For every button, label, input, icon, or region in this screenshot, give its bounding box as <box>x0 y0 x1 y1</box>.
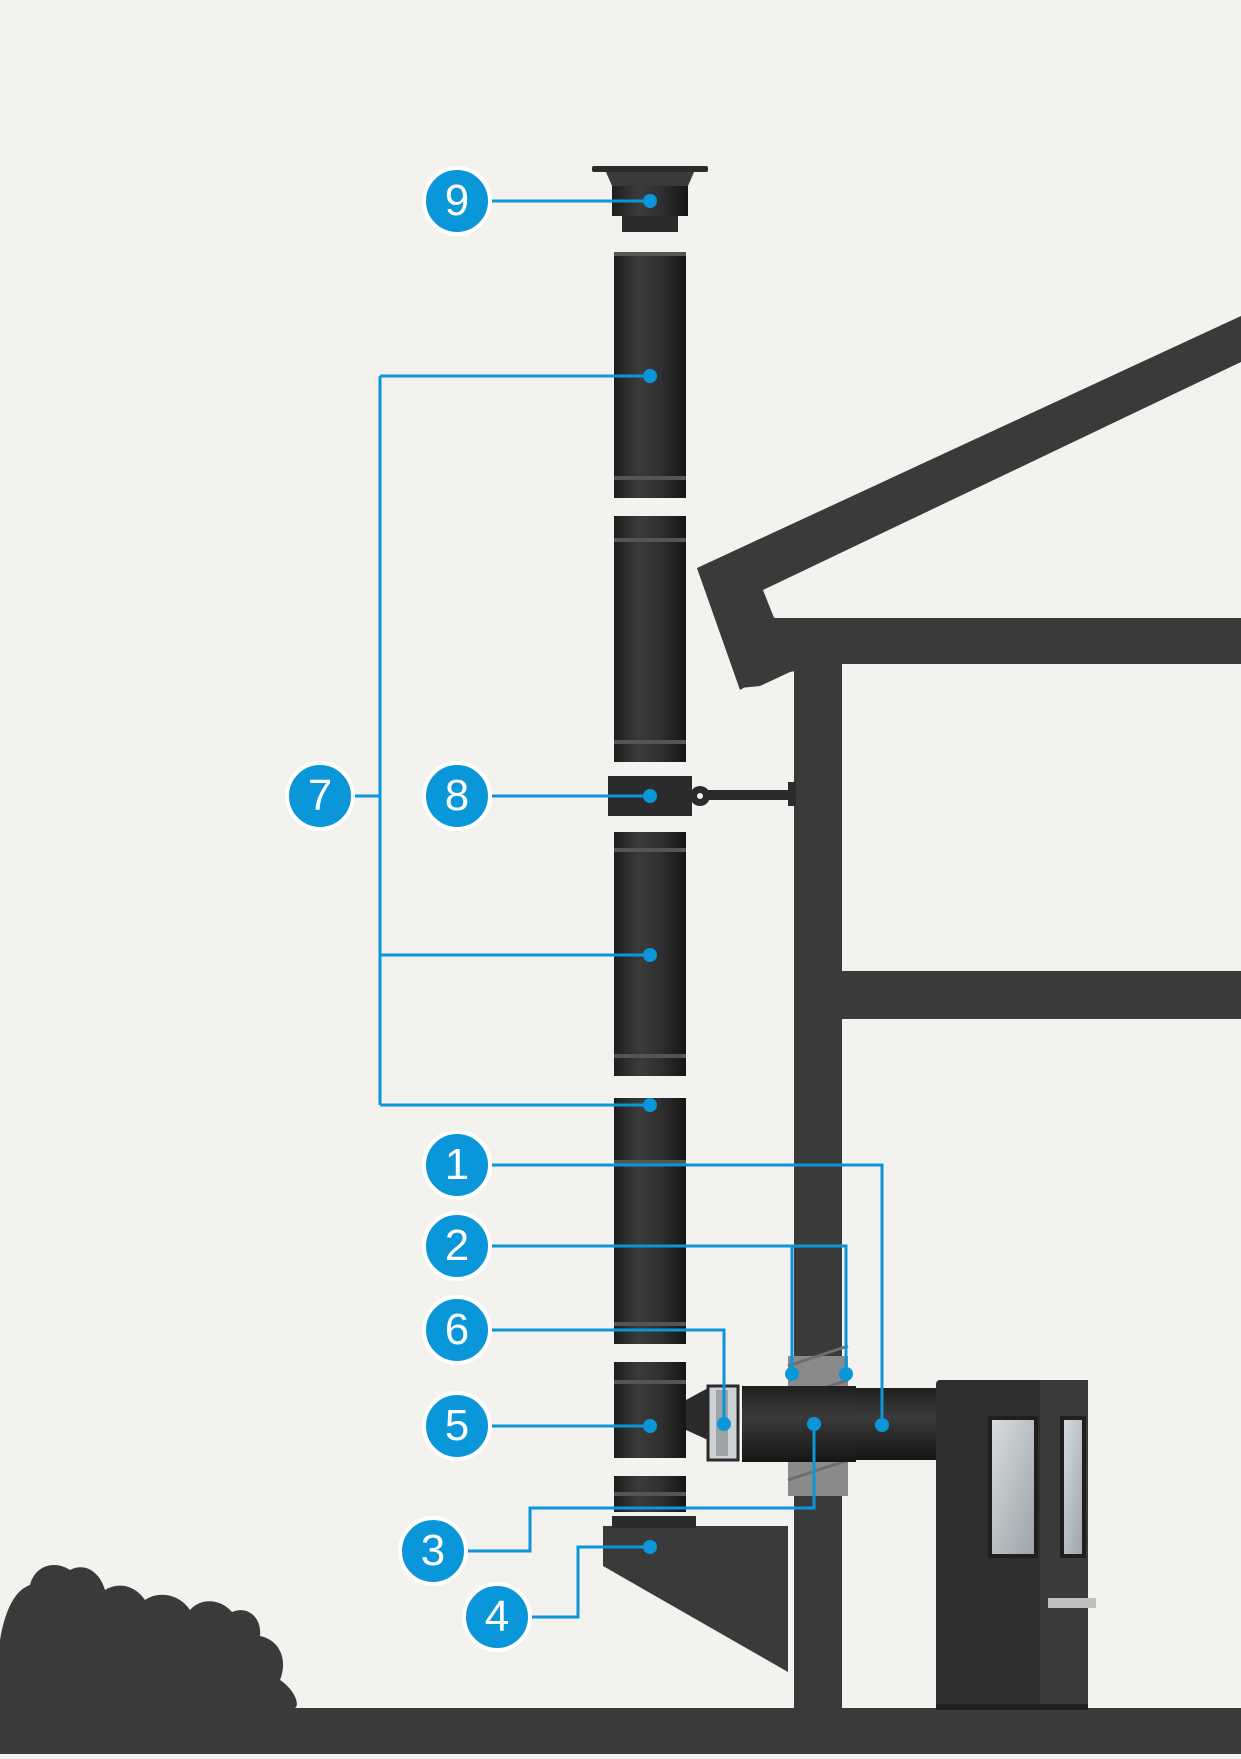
pipe-rim <box>614 1322 686 1326</box>
stove-side-window <box>1060 1416 1086 1558</box>
cap-cone <box>606 172 694 186</box>
ground <box>0 1708 1241 1754</box>
pipe-rim <box>614 252 686 256</box>
chimney-pipe <box>614 252 708 1512</box>
dot-4 <box>643 1540 657 1554</box>
dot-5 <box>643 1419 657 1433</box>
eave <box>740 618 832 688</box>
stove-connector-pipe <box>856 1388 936 1460</box>
dot-1 <box>875 1418 889 1432</box>
callout-1: 1 <box>422 1130 492 1200</box>
dot-7a <box>643 369 657 383</box>
stove-handle <box>1048 1598 1096 1608</box>
callout-3: 3 <box>398 1516 468 1586</box>
dot-6 <box>717 1417 731 1431</box>
dot-7b <box>643 948 657 962</box>
pipe-rim <box>614 1160 686 1164</box>
dot-7c <box>643 1098 657 1112</box>
pipe-rim <box>614 476 686 480</box>
callout-2: 2 <box>422 1211 492 1281</box>
stove-window <box>988 1416 1038 1558</box>
roof <box>697 316 1241 688</box>
pipe-section-2 <box>614 516 686 762</box>
clamp-hole <box>697 793 703 799</box>
floor-slab <box>842 971 1241 1019</box>
cap-top <box>592 166 708 172</box>
stove <box>936 1380 1096 1710</box>
stove-base <box>936 1704 1088 1710</box>
callout-9: 9 <box>422 166 492 236</box>
exterior-wall <box>794 664 842 1708</box>
leader-1 <box>490 1163 884 1425</box>
callout-7: 7 <box>285 761 355 831</box>
wall-rod <box>708 790 794 800</box>
dot-2b <box>839 1367 853 1381</box>
pipe-section-4 <box>614 1098 686 1344</box>
dot-2a <box>785 1367 799 1381</box>
callout-6: 6 <box>422 1295 492 1365</box>
pipe-rim <box>614 740 686 744</box>
pipe-rim <box>614 1054 686 1058</box>
horizontal-connector <box>706 1384 966 1462</box>
upper-wall-band <box>772 618 1241 664</box>
pipe-tee <box>614 1362 686 1458</box>
pipe-rim <box>614 538 686 542</box>
leader-7 <box>355 374 650 1107</box>
callout-4: 4 <box>462 1582 532 1652</box>
callout-8: 8 <box>422 761 492 831</box>
pipe-rim <box>614 1380 686 1384</box>
rain-cap <box>592 166 708 232</box>
pipe-rim <box>614 1492 686 1496</box>
dot-9 <box>643 194 657 208</box>
wall-support-bracket <box>603 1526 788 1672</box>
wall-sleeve-pipe <box>742 1386 856 1462</box>
leader-lines <box>355 199 884 1619</box>
callout-5: 5 <box>422 1391 492 1461</box>
dot-3 <box>807 1417 821 1431</box>
wall-plate <box>788 782 796 806</box>
leader-4 <box>530 1545 650 1619</box>
leader-3 <box>465 1424 816 1553</box>
tee-branch <box>686 1388 708 1440</box>
dot-8 <box>643 789 657 803</box>
pipe-rim <box>614 848 686 852</box>
shrub <box>0 1565 297 1708</box>
bracket-plate <box>612 1516 696 1528</box>
leader-6 <box>490 1328 726 1424</box>
leader-dots <box>643 194 889 1554</box>
cap-neck <box>622 216 678 232</box>
leader-2 <box>490 1244 848 1374</box>
